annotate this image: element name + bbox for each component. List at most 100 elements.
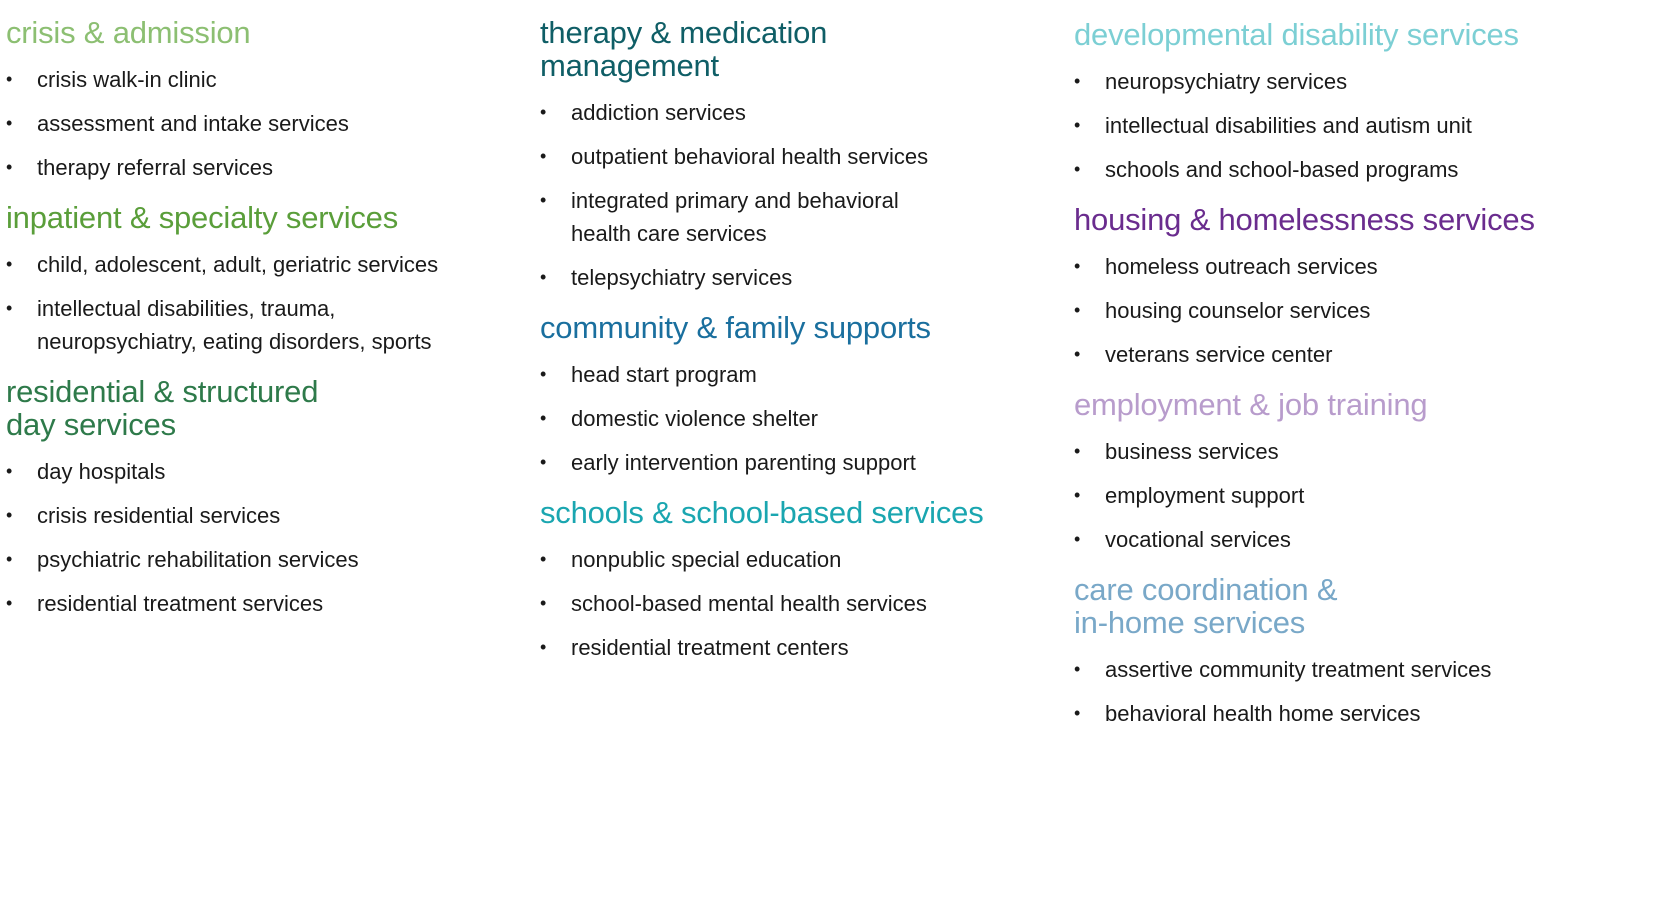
section-gap <box>1074 186 1659 203</box>
list-item-label: domestic violence shelter <box>571 406 819 431</box>
bullet-icon: • <box>6 505 13 525</box>
list-item-label: addiction services <box>571 100 746 125</box>
list-item-label: school-based mental health services <box>571 591 927 616</box>
service-list: •head start program•domestic violence sh… <box>540 358 1060 479</box>
list-item: • assessment and intake services <box>6 107 526 140</box>
bullet-icon: • <box>1074 71 1081 91</box>
list-item: • homeless outreach services <box>1074 250 1659 283</box>
section-therapy-medication-management: therapy & medication management•addictio… <box>540 0 1060 294</box>
service-list: •business services •employment support •vo… <box>1074 435 1659 556</box>
list-item: • assertive community treatment services <box>1074 653 1659 686</box>
bullet-icon: • <box>540 364 547 384</box>
list-item-label: psychiatric rehabilitation services <box>37 547 359 572</box>
list-item-label: nonpublic special education <box>571 547 842 572</box>
section-title: developmental disability services <box>1074 17 1519 52</box>
list-item-label: schools and school-based programs <box>1105 157 1459 182</box>
list-item: •behavioral health home services <box>1074 697 1659 730</box>
list-item-label: neuropsychiatry services <box>1105 69 1348 94</box>
bullet-icon: • <box>1074 703 1081 723</box>
bullet-icon: • <box>1074 659 1081 679</box>
section-developmental-disability-services: developmental disability services • neurop… <box>1074 0 1659 186</box>
bullet-icon: • <box>6 461 13 481</box>
service-list: •assertive community treatment services•… <box>1074 653 1659 730</box>
section-title: residential & structured day services <box>6 374 319 442</box>
section-title: schools & school-based services <box>540 495 984 530</box>
section-care-coordination-in-home-services: care coordination & in-home services • ass… <box>1074 573 1659 730</box>
list-item-label: housing counselor services <box>1105 298 1371 323</box>
list-item: • housing counselor services <box>1074 294 1659 327</box>
list-item: •employment support <box>1074 479 1659 512</box>
list-item-label: outpatient behavioral health services <box>571 144 929 169</box>
section-title: inpatient & specialty services <box>6 200 399 235</box>
bullet-icon: • <box>6 113 13 133</box>
column-2: therapy & medication management•addictio… <box>540 0 1060 664</box>
list-item: •school-based mental health services <box>540 587 1060 620</box>
service-list: • child, adolescent, adult, geriatric ser… <box>6 248 526 358</box>
list-item-label: residential treatment services <box>37 591 324 616</box>
list-item-label: business services <box>1105 439 1279 464</box>
bullet-icon: • <box>6 69 13 89</box>
list-item: •business services <box>1074 435 1659 468</box>
list-item-label: telepsychiatry services <box>571 265 793 290</box>
section-residential-structured-day-services: residential & structured day services • da… <box>6 375 526 620</box>
section-title: care coordination & in-home services <box>1074 572 1338 640</box>
list-item: • intellectual disabilities and autism un… <box>1074 109 1659 142</box>
list-item-label: early intervention parenting support <box>571 450 916 475</box>
section-gap <box>540 294 1060 311</box>
bullet-icon: • <box>6 298 13 318</box>
bullet-icon: • <box>6 157 13 177</box>
section-crisis-admission: crisis & admission•crisis walk-in clinic… <box>6 0 526 184</box>
section-inpatient-specialty-services: inpatient & specialty services • child, ad… <box>6 201 526 358</box>
list-item: •nonpublic special education <box>540 543 1060 576</box>
list-item-label: homeless outreach services <box>1105 254 1378 279</box>
service-list: • day hospitals • crisis residential servic… <box>6 455 526 620</box>
bullet-icon: • <box>540 452 547 472</box>
bullet-icon: • <box>540 267 547 287</box>
list-item-label: assertive community treatment services <box>1105 657 1492 682</box>
list-item: •therapy referral services <box>6 151 526 184</box>
list-item-label: vocational services <box>1105 527 1291 552</box>
list-item: • neuropsychiatry services <box>1074 65 1659 98</box>
section-title: employment & job training <box>1074 387 1428 422</box>
section-title: community & family supports <box>540 310 931 345</box>
service-list: •addiction services•outpatient behaviora… <box>540 96 1060 294</box>
service-list: • homeless outreach services • housing coun… <box>1074 250 1659 371</box>
list-item: • day hospitals <box>6 455 526 488</box>
section-community-family-supports: community & family supports • head start p… <box>540 311 1060 479</box>
section-gap <box>6 358 526 375</box>
list-item-label: day hospitals <box>37 459 166 484</box>
list-item: •integrated primary and behavioral healt… <box>540 184 1060 250</box>
list-item: •child, adolescent, adult, geriatric ser… <box>6 248 526 281</box>
list-item-label: child, adolescent, adult, geriatric serv… <box>37 252 439 277</box>
section-schools-school-based-services: schools & school-based services•nonpubli… <box>540 496 1060 664</box>
list-item-label: assessment and intake services <box>37 111 349 136</box>
bullet-icon: • <box>1074 300 1081 320</box>
list-item: • residential treatment services <box>6 587 526 620</box>
list-item-label: crisis residential services <box>37 503 281 528</box>
list-item-label: employment support <box>1105 483 1305 508</box>
list-item-label: head start program <box>571 362 757 387</box>
list-item: •vocational services <box>1074 523 1659 556</box>
bullet-icon: • <box>1074 115 1081 135</box>
bullet-icon: • <box>1074 256 1081 276</box>
section-title: crisis & admission <box>6 15 251 50</box>
service-list: • neuropsychiatry services • intellectual d… <box>1074 65 1659 186</box>
service-list: •nonpublic special education•school-base… <box>540 543 1060 664</box>
list-item: • head start program <box>540 358 1060 391</box>
list-item: •addiction services <box>540 96 1060 129</box>
bullet-icon: • <box>540 637 547 657</box>
section-gap <box>540 479 1060 496</box>
list-item: •outpatient behavioral health services <box>540 140 1060 173</box>
bullet-icon: • <box>6 549 13 569</box>
list-item: •domestic violence shelter <box>540 402 1060 435</box>
list-item: • early intervention parenting support <box>540 446 1060 479</box>
bullet-icon: • <box>1074 344 1081 364</box>
list-item: •residential treatment centers <box>540 631 1060 664</box>
list-item-label: intellectual disabilities and autism uni… <box>1105 113 1472 138</box>
section-title: housing & homelessness services <box>1074 202 1535 237</box>
list-item-label: integrated primary and behavioral health… <box>571 188 899 246</box>
list-item-label: intellectual disabilities, trauma, neuro… <box>37 296 432 354</box>
list-item: •veterans service center <box>1074 338 1659 371</box>
bullet-icon: • <box>6 593 13 613</box>
section-gap <box>6 184 526 201</box>
